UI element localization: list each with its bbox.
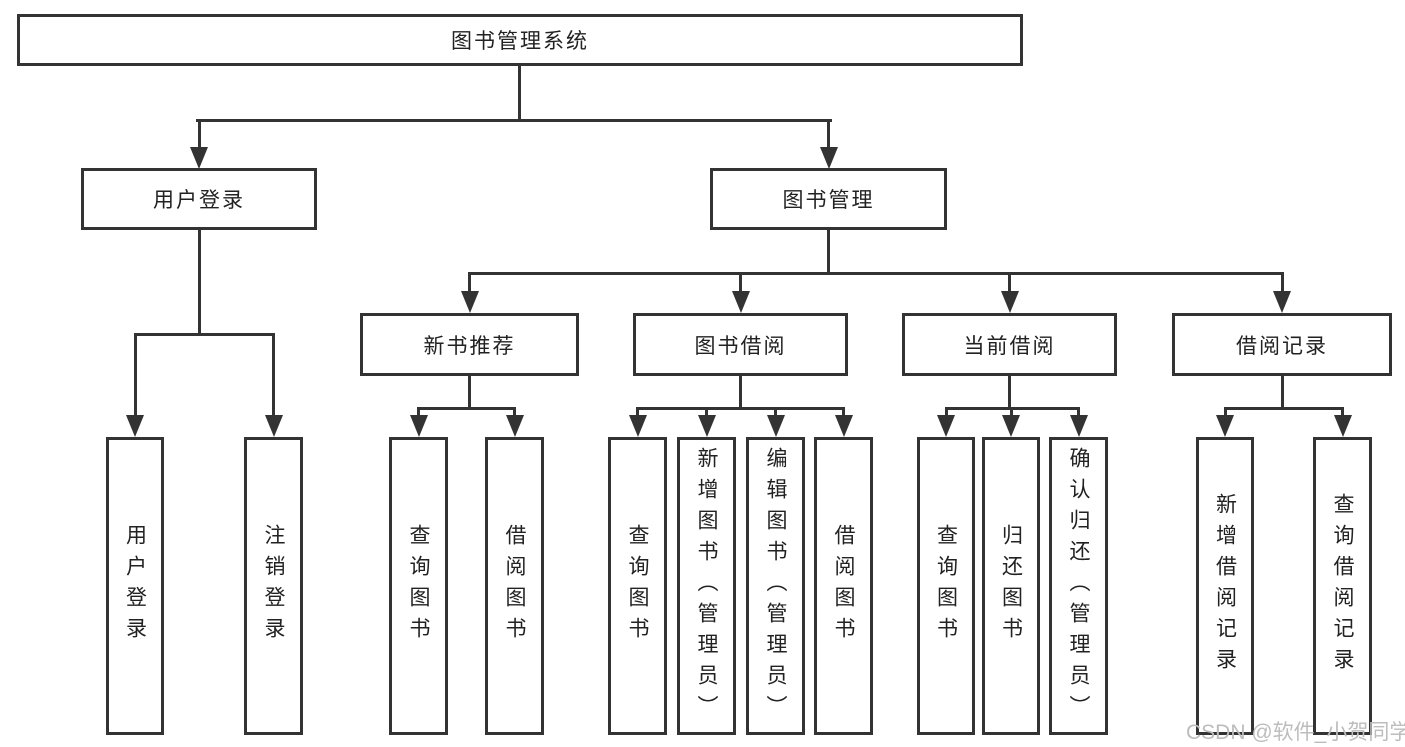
connector-arrow-shaft [197, 120, 201, 157]
connector-vline [1280, 376, 1284, 409]
connector-hline [196, 118, 832, 122]
connector-vline [517, 66, 521, 121]
connector-hline [417, 406, 516, 410]
node-user-login: 用户登录 [81, 168, 317, 230]
leaf-borrow-books-borrowing: 借阅图书 [814, 437, 873, 735]
arrowhead-down-icon [190, 147, 208, 169]
connector-arrow-shaft [827, 120, 830, 157]
leaf-query-borrow-record: 查询借阅记录 [1313, 437, 1372, 735]
leaf-logout: 注销登录 [244, 437, 303, 735]
arrowhead-down-icon [819, 147, 838, 169]
arrowhead-down-icon [460, 291, 479, 313]
arrowhead-down-icon [766, 415, 785, 437]
leaf-return-book: 归还图书 [982, 437, 1040, 735]
arrowhead-down-icon [409, 415, 428, 437]
arrowhead-down-icon [628, 415, 647, 437]
arrowhead-down-icon [697, 415, 716, 437]
arrowhead-down-icon [1069, 415, 1088, 437]
node-current-borrowing: 当前借阅 [902, 313, 1117, 376]
arrowhead-down-icon [126, 415, 144, 437]
leaf-add-borrow-record: 新增借阅记录 [1196, 437, 1254, 735]
connector-arrow-shaft [133, 334, 137, 425]
arrowhead-down-icon [937, 415, 955, 437]
leaf-user-login: 用户登录 [106, 437, 164, 735]
leaf-add-book-admin: 新增图书（管理员） [677, 437, 736, 735]
arrowhead-down-icon [1273, 291, 1291, 313]
leaf-query-books-borrowing: 查询图书 [608, 437, 667, 735]
connector-vline [1008, 376, 1011, 409]
leaf-query-books-current: 查询图书 [917, 437, 975, 735]
leaf-query-books-recommend: 查询图书 [389, 437, 448, 735]
leaf-edit-book-admin: 编辑图书（管理员） [746, 437, 805, 735]
arrowhead-down-icon [834, 415, 853, 437]
arrowhead-down-icon [1000, 291, 1019, 313]
node-root: 图书管理系统 [17, 14, 1023, 66]
node-new-book-recommend: 新书推荐 [360, 313, 579, 376]
watermark: CSDN @软件_小贺同学 [1186, 721, 1405, 744]
connector-hline [468, 271, 1284, 275]
arrowhead-down-icon [1333, 415, 1352, 437]
arrowhead-down-icon [505, 415, 524, 437]
connector-hline [636, 406, 845, 410]
arrowhead-down-icon [1216, 415, 1234, 437]
connector-vline [468, 376, 471, 409]
node-borrowing-records: 借阅记录 [1172, 313, 1392, 376]
connector-hline [1223, 406, 1344, 410]
arrowhead-down-icon [264, 415, 283, 437]
arrowhead-down-icon [731, 291, 750, 313]
connector-vline [197, 230, 201, 335]
connector-hline [133, 332, 275, 336]
connector-vline [827, 230, 830, 274]
node-book-management: 图书管理 [710, 168, 947, 230]
connector-vline [739, 376, 742, 409]
connector-arrow-shaft [1280, 273, 1284, 301]
arrowhead-down-icon [1002, 415, 1020, 437]
connector-arrow-shaft [272, 334, 275, 425]
connector-arrow-shaft [1008, 273, 1011, 301]
connector-arrow-shaft [468, 273, 471, 301]
leaf-confirm-return-admin: 确认归还（管理员） [1049, 437, 1108, 735]
leaf-borrow-books-recommend: 借阅图书 [485, 437, 544, 735]
connector-arrow-shaft [739, 273, 742, 301]
node-book-borrowing: 图书借阅 [633, 313, 848, 376]
